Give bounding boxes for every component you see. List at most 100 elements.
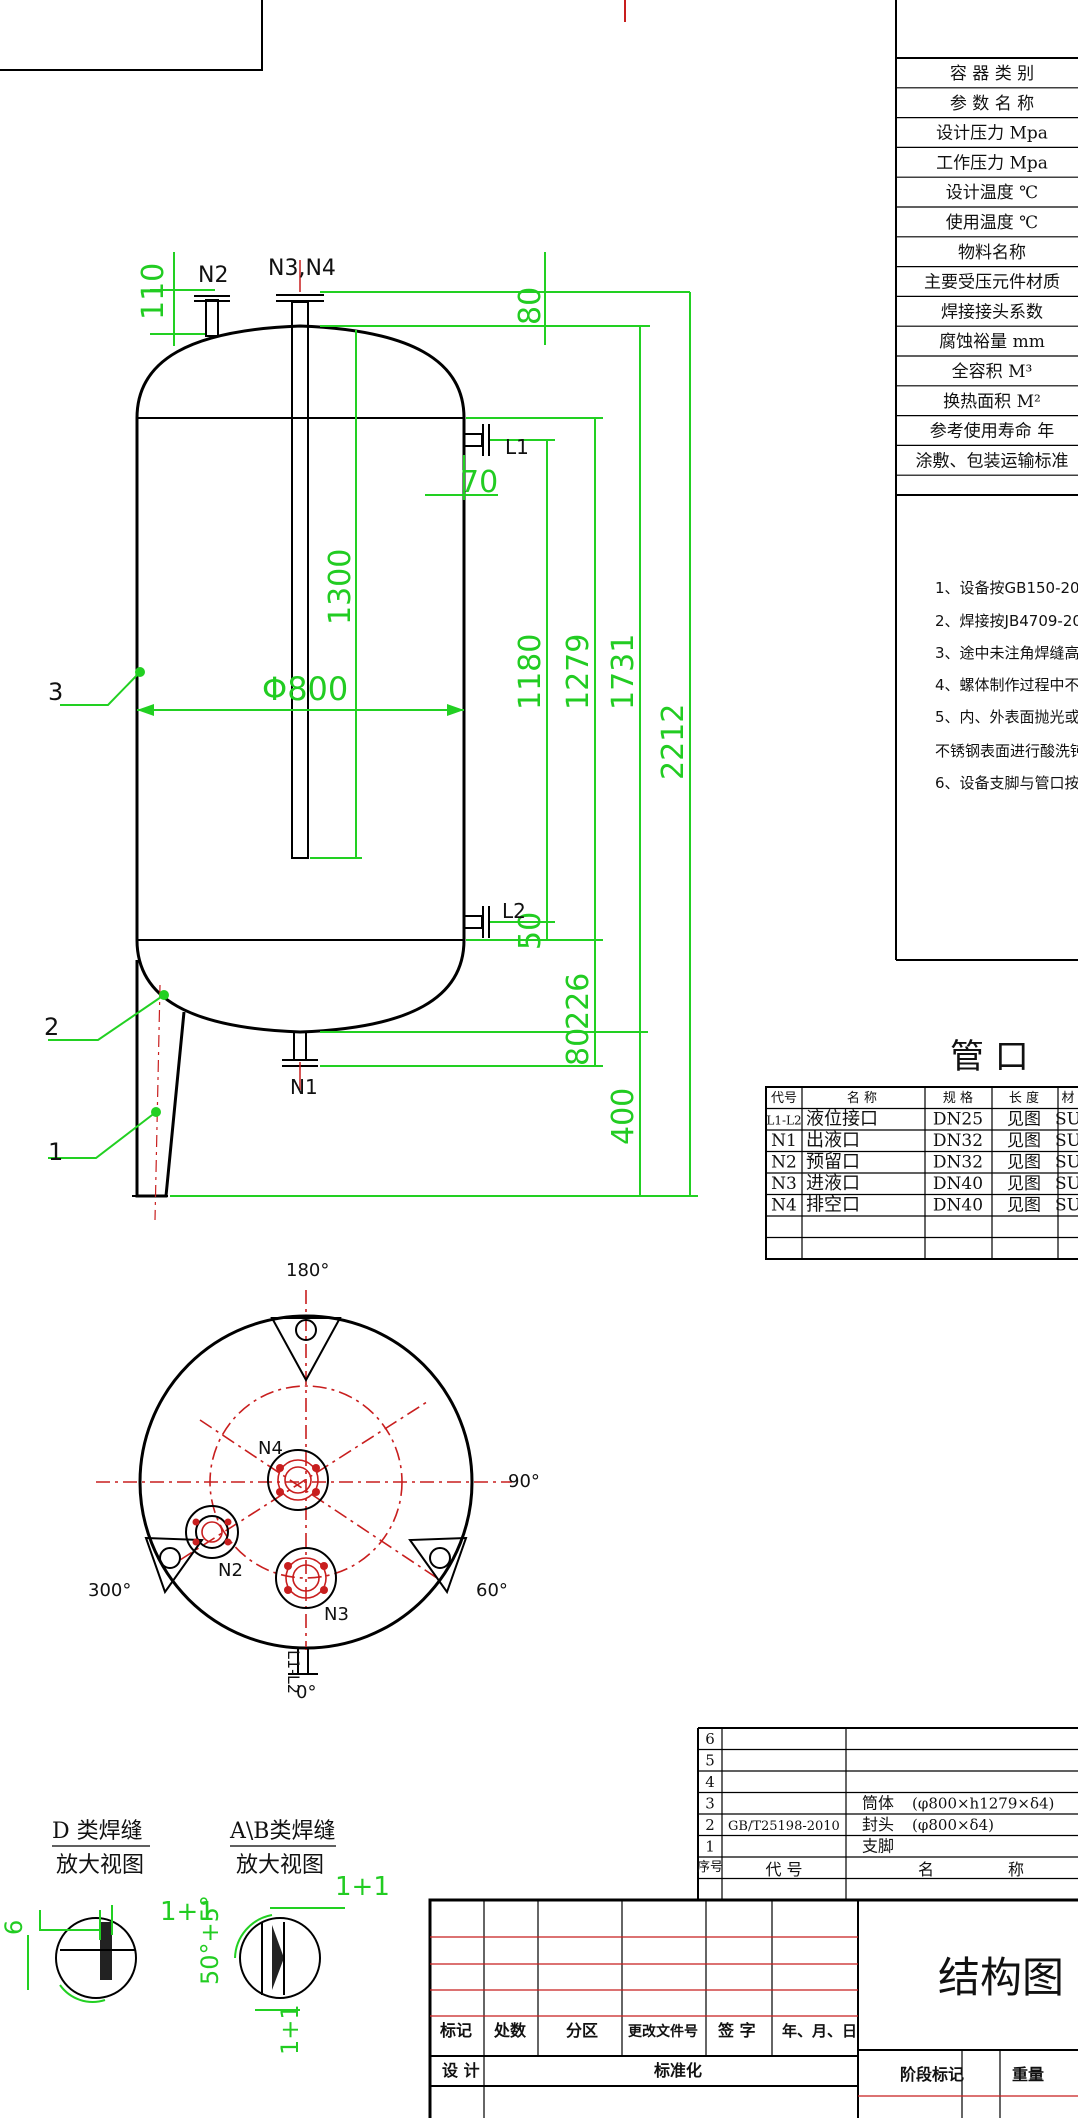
n4-flange — [267, 1449, 329, 1511]
plan-label-n4: N4 — [258, 1438, 283, 1459]
nozzle-table-header: 代号 — [771, 1091, 797, 1106]
angle-0: 0° — [296, 1682, 316, 1703]
bom-index: 1 — [705, 1838, 715, 1856]
n2-nozzle — [205, 299, 219, 337]
nozzle-length: 见图 — [1007, 1153, 1041, 1173]
weld-d-title: D 类焊缝 — [52, 1819, 143, 1844]
bom-header-name: 名 — [918, 1860, 934, 1879]
nozzle-spec: DN32 — [933, 1153, 983, 1173]
tb-label-4: 签 字 — [717, 2021, 756, 2040]
nozzle-length: 见图 — [1007, 1196, 1041, 1216]
spec-row-label: 容 器 类 别 — [950, 64, 1034, 84]
nozzle-name: 液位接口 — [806, 1109, 878, 1130]
angle-300: 300° — [88, 1580, 131, 1601]
dim-226: 226 — [561, 973, 596, 1030]
bom-index: 5 — [705, 1752, 715, 1770]
bom-header-name2: 称 — [1008, 1860, 1024, 1879]
weld-d-side: 6 — [0, 1920, 28, 1935]
nozzle-code: N1 — [771, 1131, 797, 1151]
nozzle-table-header: 长 度 — [1009, 1090, 1039, 1106]
bom-index: 2 — [705, 1816, 715, 1834]
title-block — [428, 1898, 1078, 2118]
bom-index: 6 — [705, 1730, 715, 1748]
dim-1279: 1279 — [561, 634, 596, 710]
dim-110: 110 — [136, 263, 171, 320]
nozzle-material: SU — [1055, 1196, 1078, 1216]
spec-row-label: 工作压力 Mpa — [936, 153, 1048, 173]
weld-ab-angle: 50°+5° — [196, 1895, 224, 1985]
spec-row-label: 涂敷、包装运输标准 — [916, 451, 1069, 471]
dip-pipe — [291, 301, 309, 859]
bom-index: 4 — [705, 1773, 715, 1791]
spec-row-label: 腐蚀裕量 mm — [939, 332, 1045, 352]
angle-180: 180° — [286, 1260, 329, 1281]
bom-spec: (φ800×δ4) — [912, 1816, 994, 1834]
weld-ab-side: 1+1 — [276, 2004, 304, 2055]
n3-flange — [275, 1547, 337, 1609]
weld-d-dim: 1+1 — [160, 1897, 215, 1927]
bom-code: GB/T25198-2010 — [728, 1819, 840, 1834]
spec-row-label: 参 数 名 称 — [950, 94, 1034, 114]
n1-nozzle — [293, 1031, 307, 1061]
nozzle-name: 排空口 — [806, 1195, 860, 1216]
dim-1300: 1300 — [323, 549, 358, 625]
bom-header-code: 代 号 — [765, 1860, 802, 1879]
nozzle-name: 进液口 — [806, 1173, 860, 1194]
note-line: 1、设备按GB150-2011 — [935, 579, 1078, 597]
nozzle-length: 见图 — [1007, 1131, 1041, 1151]
dim-50: 50 — [513, 912, 548, 950]
note-line: 3、途中未注角焊缝高度按 — [935, 644, 1078, 662]
tb-standard: 标准化 — [653, 2061, 702, 2080]
dim-80-bottom: 80 — [561, 1028, 596, 1066]
weld-ab-title: A\B类焊缝 — [229, 1819, 335, 1844]
label-n2: N2 — [198, 263, 228, 288]
dim-70: 70 — [460, 465, 498, 500]
nozzle-spec: DN25 — [933, 1110, 983, 1130]
nozzle-code: N3 — [771, 1174, 797, 1194]
nozzle-table-header: 名 称 — [847, 1090, 877, 1106]
nozzle-spec: DN40 — [933, 1174, 983, 1194]
dim-1180: 1180 — [513, 634, 548, 710]
bom-name: 支脚 — [862, 1837, 894, 1856]
tb-stage: 阶段标记 — [900, 2065, 964, 2084]
nozzle-code: N2 — [771, 1153, 797, 1173]
nozzle-name: 出液口 — [806, 1130, 860, 1151]
tb-label-5: 年、月、日 — [782, 2022, 857, 2040]
part-1: 1 — [48, 1138, 63, 1166]
bom-index: 3 — [705, 1795, 715, 1813]
spec-table — [895, 0, 1078, 961]
bom-name: 封头 — [862, 1815, 894, 1834]
note-line: 4、螺体制作过程中不允许 — [935, 676, 1078, 694]
dim-400: 400 — [606, 1088, 641, 1145]
tb-label-0: 标记 — [439, 2021, 472, 2040]
nozzle-material: SU — [1055, 1110, 1078, 1130]
note-line: 不锈钢表面进行酸洗钝化处 — [935, 742, 1078, 760]
weld-d-sub: 放大视图 — [56, 1853, 144, 1878]
part-2: 2 — [44, 1013, 59, 1041]
angle-90: 90° — [508, 1471, 540, 1492]
dim-diameter: Φ800 — [262, 670, 348, 708]
tb-weight: 重量 — [1012, 2065, 1044, 2084]
label-l2: L2 — [502, 899, 526, 923]
spec-row-label: 物料名称 — [958, 243, 1026, 263]
nozzle-name: 预留口 — [806, 1152, 860, 1173]
spec-row-label: 参考使用寿命 年 — [930, 421, 1054, 442]
note-line: 6、设备支脚与管口按俯视 — [935, 774, 1078, 792]
nozzle-length: 见图 — [1007, 1174, 1041, 1194]
spec-row-label: 使用温度 ℃ — [946, 212, 1038, 233]
spec-row-label: 设计压力 Mpa — [936, 124, 1048, 144]
nozzle-code: N4 — [771, 1196, 797, 1216]
note-line: 2、焊接按JB4709-20 — [935, 612, 1078, 630]
weld-ab-dim: 1+1 — [335, 1872, 390, 1902]
border-fragment — [0, 0, 626, 71]
nozzle-spec: DN32 — [933, 1131, 983, 1151]
elevation-view — [132, 260, 490, 1221]
tb-design: 设 计 — [442, 2061, 480, 2080]
spec-row-label: 设计温度 ℃ — [946, 183, 1038, 203]
drawing-title: 结构图 — [938, 1953, 1064, 2002]
angle-60: 60° — [476, 1580, 508, 1601]
nozzle-table-title: 管 口 — [950, 1037, 1029, 1077]
